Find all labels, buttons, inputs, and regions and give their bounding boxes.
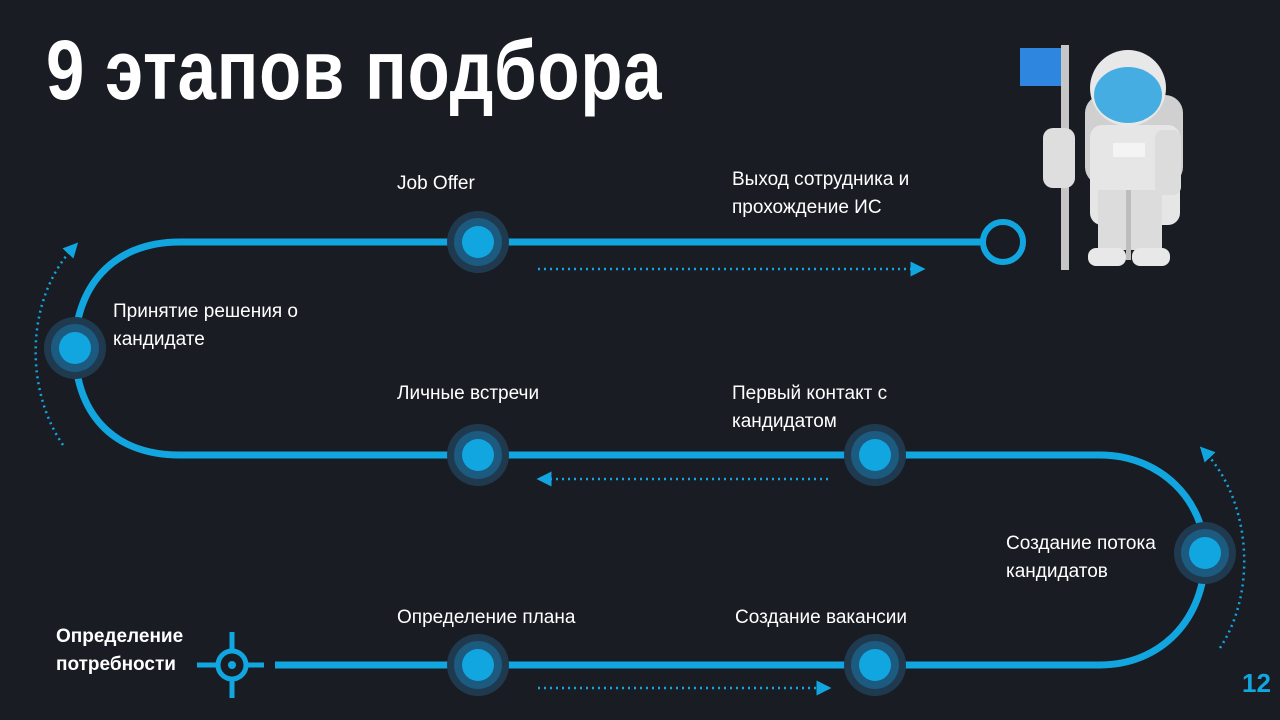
stage-node (44, 317, 106, 379)
stage-label-3: Создание вакансии (735, 607, 907, 628)
stage-label-2: Определение плана (397, 607, 576, 628)
stage-label-6: Личные встречи (397, 383, 540, 404)
stage-node (844, 634, 906, 696)
stage-label-1: Определение потребности (56, 626, 184, 675)
stage-label-7: Принятие решения о кандидате (113, 301, 298, 350)
stage-node (1174, 522, 1236, 584)
direction-arrow-left-curve (34, 242, 79, 446)
stage-node (447, 634, 509, 696)
stage-label-9: Выход сотрудника и прохождение ИС (732, 169, 910, 218)
stage-node (447, 211, 509, 273)
page-number: 12 (1242, 668, 1271, 698)
stage-node (844, 424, 906, 486)
stage-label-5: Первый контакт с кандидатом (732, 383, 888, 432)
stage-node (447, 424, 509, 486)
finish-ring-icon (980, 219, 1026, 265)
page-title: 9 этапов подбора (46, 23, 663, 117)
roadmap-path (71, 238, 1209, 669)
stage-label-4: Создание потока кандидатов (1006, 533, 1156, 582)
stage-label-8: Job Offer (397, 173, 475, 194)
astronaut-icon (1020, 45, 1183, 270)
crosshair-icon (197, 632, 264, 698)
